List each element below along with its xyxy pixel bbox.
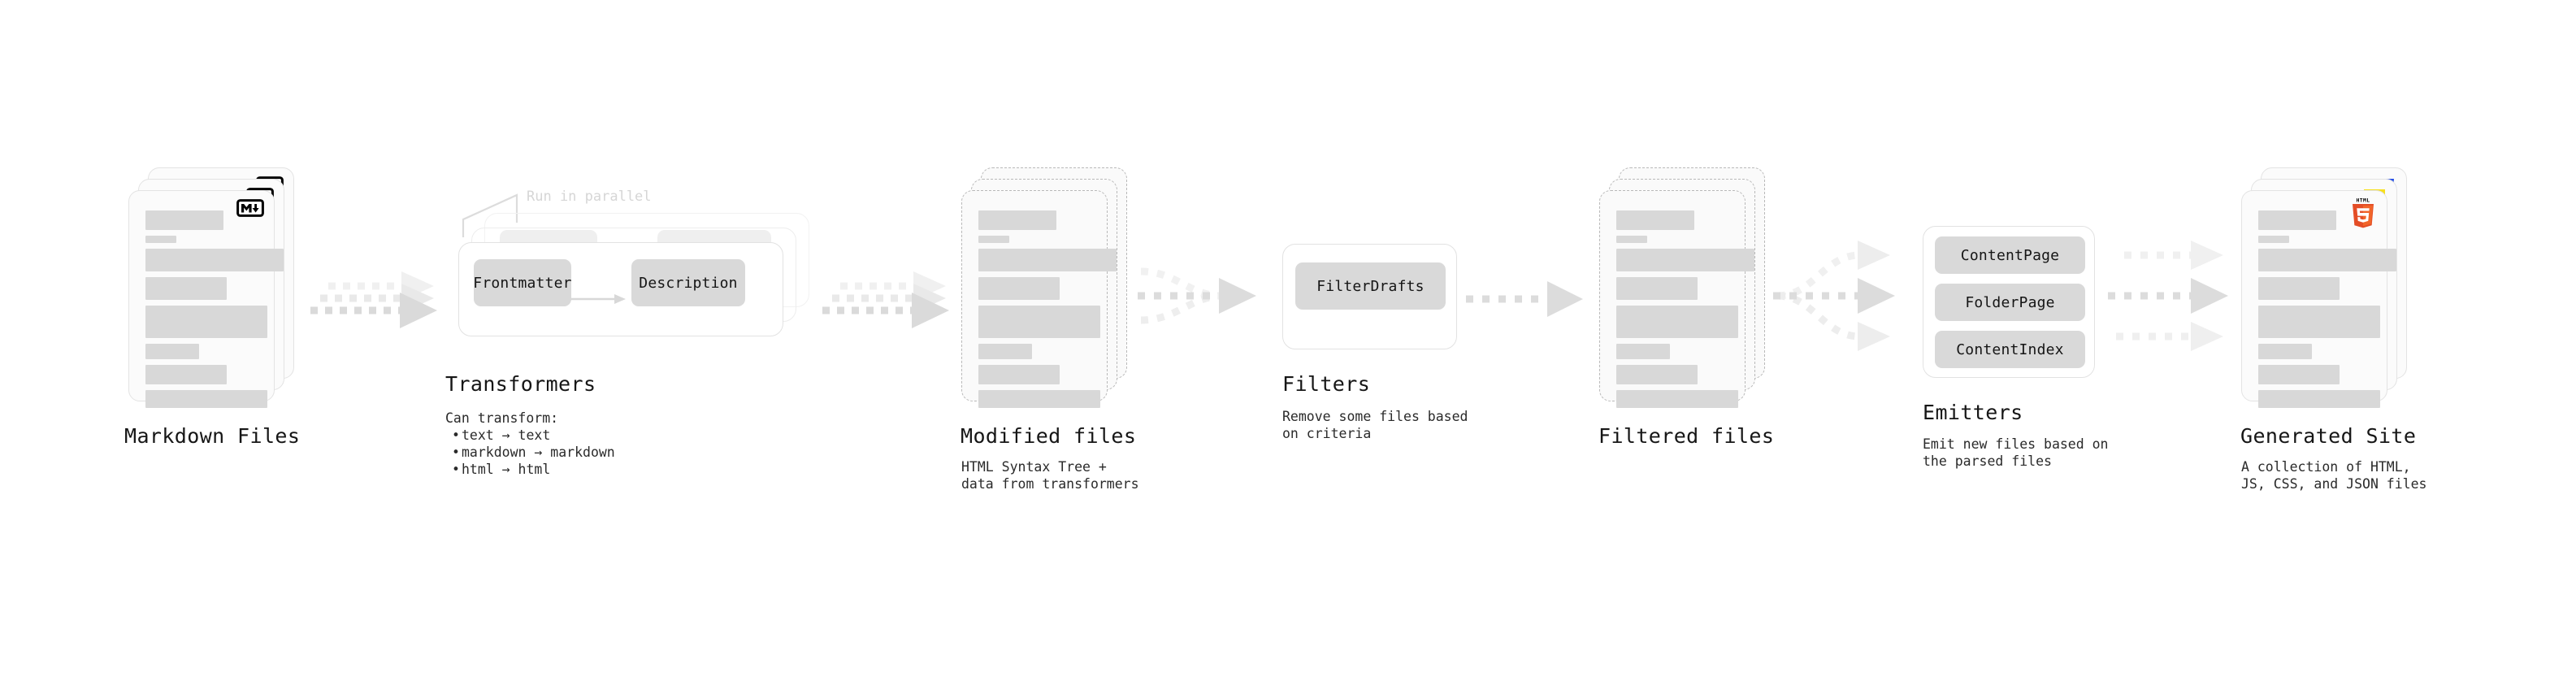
connector-markdown-to-transformers [310,268,449,358]
connector-filtered-to-emitters [1773,232,1919,379]
skeleton-bar [978,344,1032,359]
run-in-parallel-bracket [462,193,518,237]
markdown-file-stack [128,167,315,411]
skeleton-bar [145,365,227,384]
skeleton-bar [1616,365,1698,384]
plugin-chip-frontmatter[interactable]: Frontmatter [473,259,572,306]
doc-card-front: HTML [2241,190,2396,408]
stage-modified-files: Modified files HTML Syntax Tree + data f… [961,167,1148,492]
skeleton-bar [978,210,1056,230]
generated-site-file-stack: HTML [2241,167,2428,411]
plugin-chip-contentindex[interactable]: ContentIndex [1935,331,2085,368]
stage-title-emitters: Emitters [1923,401,2023,424]
doc-skeleton [978,210,1117,414]
doc-skeleton [145,210,284,414]
stage-filters: FilterDrafts Filters Remove some files b… [1282,244,1468,441]
doc-card-front [1599,190,1754,408]
filtered-file-stack [1599,167,1786,411]
skeleton-bar [2258,236,2289,243]
capability-item: markdown → markdown [450,444,615,461]
skeleton-bar [2258,365,2340,384]
filters-description: Remove some files based on criteria [1282,409,1468,441]
skeleton-bar [978,390,1100,408]
doc-skeleton [1616,210,1754,414]
svg-text:HTML: HTML [2357,197,2370,203]
stage-filtered-files: Filtered files [1598,167,1786,448]
plugin-chip-folderpage[interactable]: FolderPage [1935,284,2085,321]
connector-modified-to-filters [1134,254,1281,375]
skeleton-bar [145,210,223,230]
stage-title-modified-files: Modified files [961,424,1137,448]
skeleton-bar [2258,277,2340,300]
modified-files-description: HTML Syntax Tree + data from transformer… [961,459,1139,492]
stage-title-transformers: Transformers [445,372,596,396]
skeleton-bar [978,236,1009,243]
skeleton-bar [1616,210,1694,230]
plugin-chip-description[interactable]: Description [631,259,745,306]
skeleton-bar [145,390,267,408]
emitters-description: Emit new files based on the parsed files [1923,436,2109,469]
capability-item: html → html [450,461,615,478]
stage-emitters: ContentPage FolderPage ContentIndex Emit… [1923,226,2108,469]
skeleton-bar [1616,344,1670,359]
skeleton-bar [145,236,176,243]
doc-card-front [128,190,284,408]
skeleton-bar [145,306,267,338]
stage-generated-site: HTML Generated Sit [2240,167,2428,492]
skeleton-bar [978,306,1100,338]
transformer-inner-arrow [570,294,626,304]
skeleton-bar [1616,277,1698,300]
markdown-icon [236,199,264,217]
stage-title-filters: Filters [1282,372,1371,396]
connector-transformers-to-modified [822,268,961,358]
skeleton-bar [145,277,227,300]
plugin-chip-filterdrafts[interactable]: FilterDrafts [1295,262,1446,310]
skeleton-bar [2258,390,2380,408]
skeleton-bar [1616,306,1738,338]
html5-icon: HTML [2349,196,2377,228]
skeleton-bar [1616,390,1738,408]
skeleton-bar [2258,210,2336,230]
skeleton-bar [978,277,1060,300]
run-in-parallel-label: Run in parallel [527,189,652,205]
capability-item: text → text [450,427,615,444]
transformers-capability-list: text → text markdown → markdown html → h… [450,427,615,478]
transformers-description-lead: Can transform: [445,410,559,426]
connector-emitters-to-site [2103,232,2257,379]
skeleton-bar [2258,306,2380,338]
skeleton-bar [978,365,1060,384]
stage-title-generated-site: Generated Site [2240,424,2417,448]
plugin-chip-contentpage[interactable]: ContentPage [1935,236,2085,274]
skeleton-bar [145,249,284,271]
skeleton-bar [2258,344,2312,359]
skeleton-bar [2258,249,2396,271]
stage-markdown-files: Markdown Files [124,167,315,448]
skeleton-bar [145,344,199,359]
doc-skeleton [2258,210,2396,414]
connector-filters-to-filtered [1463,281,1593,330]
skeleton-bar [1616,236,1647,243]
modified-file-stack [961,167,1148,411]
filters-group-box: FilterDrafts [1282,244,1457,349]
generated-site-description: A collection of HTML, JS, CSS, and JSON … [2241,459,2427,492]
skeleton-bar [978,249,1117,271]
stage-title-markdown-files: Markdown Files [124,424,301,448]
stage-title-filtered-files: Filtered files [1598,424,1775,448]
transformer-group-front: Frontmatter Description [458,242,783,336]
skeleton-bar [1616,249,1754,271]
emitters-group-box: ContentPage FolderPage ContentIndex [1923,226,2095,378]
doc-card-front [961,190,1117,408]
